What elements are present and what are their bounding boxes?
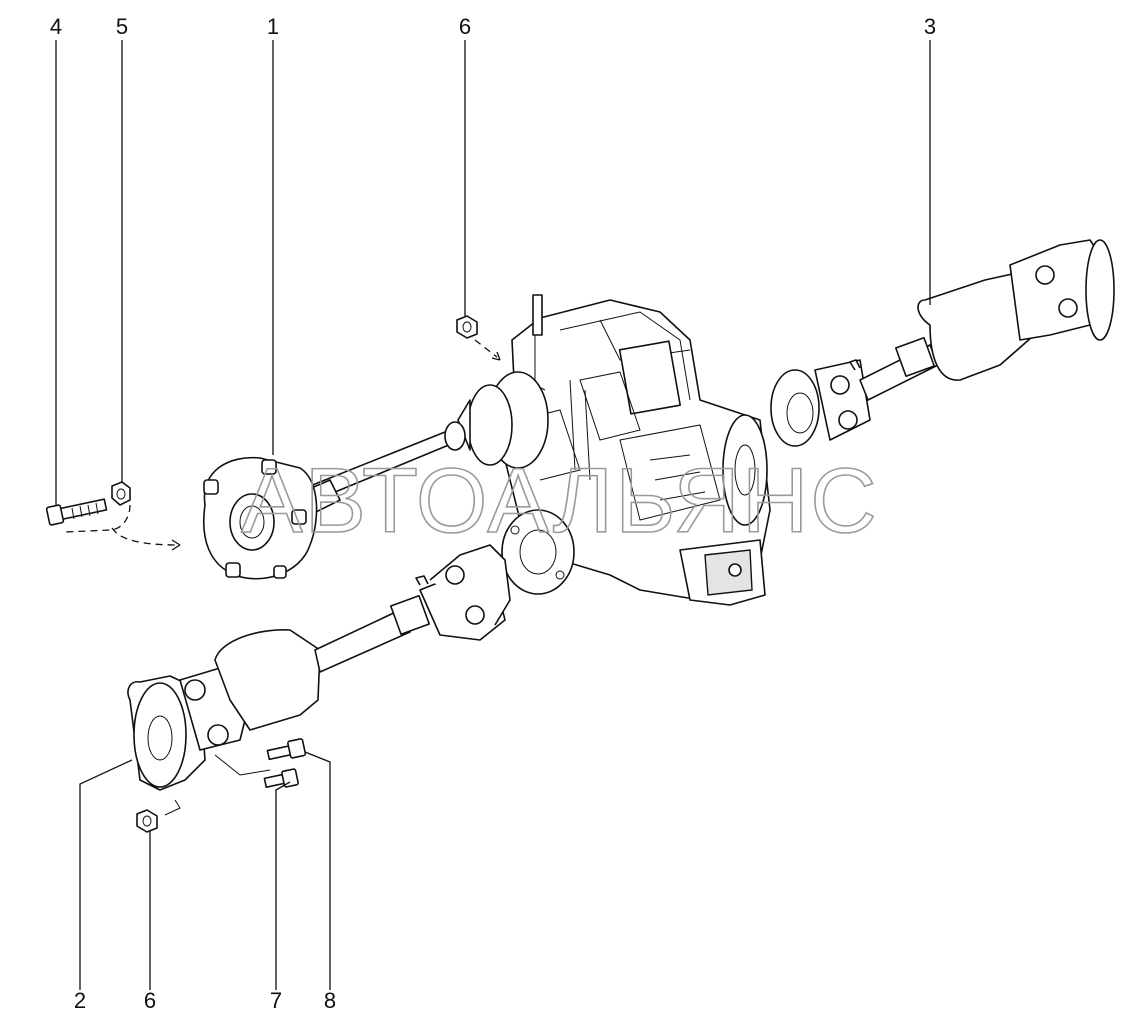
bolt-8 bbox=[266, 738, 307, 761]
bolt-4 bbox=[45, 498, 108, 526]
callout-4: 4 bbox=[50, 14, 62, 39]
nut-6-bottom bbox=[136, 809, 158, 833]
callout-5: 5 bbox=[116, 14, 128, 39]
bolt-7 bbox=[263, 768, 299, 788]
watermark-text: АВТОАЛЬЯНС bbox=[241, 450, 879, 552]
callout-7: 7 bbox=[270, 988, 282, 1013]
callout-8: 8 bbox=[324, 988, 336, 1013]
transfer-case bbox=[457, 294, 771, 606]
nut-6-top bbox=[456, 315, 478, 339]
callout-labels: 4 5 1 6 3 2 6 7 8 bbox=[50, 14, 936, 1013]
callout-6-top: 6 bbox=[459, 14, 471, 39]
assembly-arrows bbox=[64, 339, 501, 816]
rear-propeller-shaft bbox=[770, 239, 1115, 447]
callout-2: 2 bbox=[74, 988, 86, 1013]
intermediate-propeller-shaft bbox=[127, 544, 511, 791]
flexible-coupling bbox=[203, 456, 318, 580]
nut-5 bbox=[111, 481, 131, 506]
callout-1: 1 bbox=[267, 14, 279, 39]
callout-6-bottom: 6 bbox=[144, 988, 156, 1013]
leader-lines bbox=[55, 40, 931, 990]
callout-3: 3 bbox=[924, 14, 936, 39]
